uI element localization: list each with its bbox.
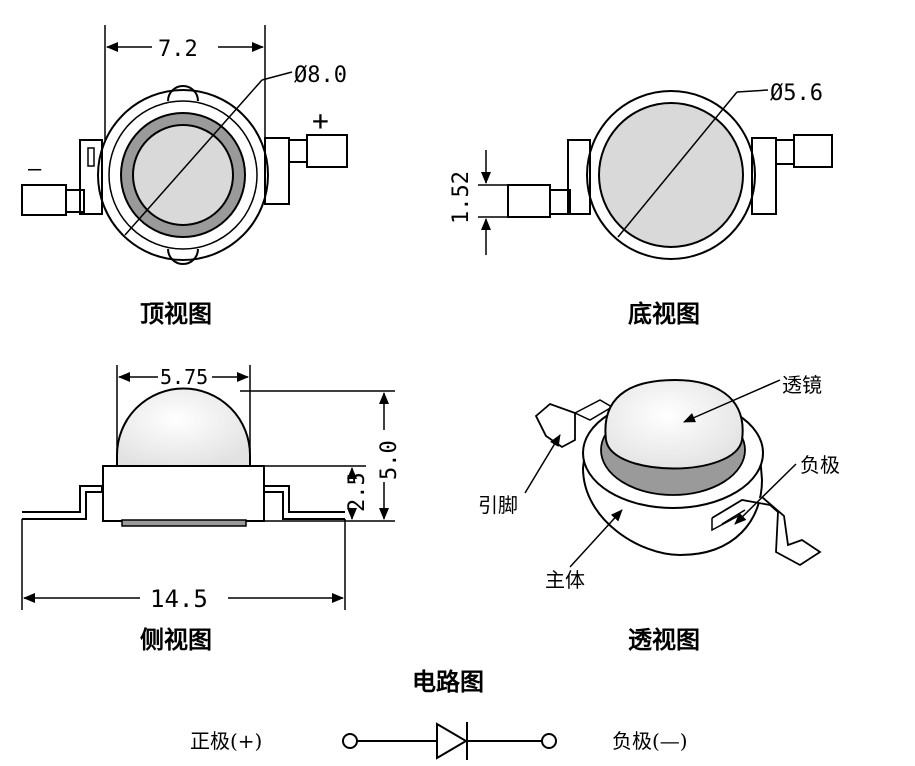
negative-label: 负极	[800, 453, 840, 477]
bottom-right-pin	[793, 134, 833, 168]
top-view-caption: 顶视图	[140, 300, 212, 328]
side-total-dim: 5.0	[377, 440, 402, 480]
side-top-dim: 5.75	[160, 365, 208, 389]
negative-leader	[734, 463, 797, 525]
top-right-pin-neck	[288, 139, 308, 163]
bottom-body-outline	[586, 90, 756, 260]
bottom-pad	[598, 102, 744, 248]
top-body-inner	[108, 100, 258, 250]
bottom-view: Ø5.6 1.52 底视图	[449, 81, 833, 328]
top-body-outline	[97, 89, 269, 261]
cathode-terminal	[541, 733, 557, 749]
bottom-height-dim: 1.52	[449, 171, 474, 224]
bottom-left-pin	[507, 184, 551, 218]
side-body	[102, 465, 265, 522]
persp-right-pin	[711, 496, 822, 567]
bottom-notch	[167, 248, 199, 265]
negative-terminal-label: 负极(—)	[612, 729, 688, 753]
circuit-diagram: 电路图 正极(+) 负极(—)	[190, 668, 688, 760]
top-view: Ø8.0 7.2 + — 顶视图	[21, 25, 348, 328]
plus-sign: +	[312, 104, 329, 137]
side-length-dim: 14.5	[150, 585, 208, 613]
side-base-pad	[121, 519, 247, 527]
top-right-tab	[264, 137, 290, 205]
top-diameter-dim: Ø8.0	[294, 63, 347, 88]
perspective-view: 透镜 负极 引脚 主体 透视图	[478, 373, 840, 654]
bottom-view-caption: 底视图	[628, 300, 700, 328]
side-dome	[116, 387, 251, 467]
top-diameter-leader	[261, 71, 293, 81]
bottom-diameter-line	[617, 91, 738, 238]
top-left-slot	[87, 147, 95, 167]
side-view: 5.75 5.0 2.5 14.5 侧视图	[21, 365, 402, 654]
top-width-dim: 7.2	[158, 37, 198, 62]
body-label: 主体	[545, 568, 585, 592]
side-body-dim: 2.5	[345, 472, 370, 512]
positive-label: 正极(+)	[190, 729, 262, 753]
side-right-lead	[263, 485, 345, 520]
top-notch	[167, 85, 199, 102]
pin-leader	[524, 434, 561, 494]
bottom-left-pin-neck	[549, 189, 571, 215]
top-left-tab	[79, 139, 103, 215]
persp-left-pin-edge	[535, 415, 547, 437]
pin-label: 引脚	[478, 493, 518, 517]
top-left-pin	[21, 184, 67, 216]
bottom-diameter-leader	[736, 89, 769, 93]
top-diameter-line	[124, 79, 263, 236]
bottom-left-tab	[567, 139, 591, 215]
body-leader	[569, 509, 623, 568]
top-left-pin-neck	[65, 189, 85, 213]
minus-sign: —	[28, 157, 42, 182]
lens-label: 透镜	[782, 373, 822, 397]
side-view-caption: 侧视图	[140, 626, 212, 654]
bottom-right-tab	[751, 137, 777, 215]
top-right-pin	[306, 134, 348, 168]
top-lens	[132, 124, 234, 226]
bottom-right-pin-neck	[775, 139, 795, 165]
circuit-title: 电路图	[412, 668, 484, 696]
lens-leader	[683, 379, 781, 423]
diode-triangle	[436, 722, 468, 760]
side-left-lead	[22, 485, 103, 520]
persp-left-pin	[534, 402, 576, 449]
perspective-view-caption: 透视图	[628, 626, 700, 654]
anode-terminal	[342, 733, 358, 749]
persp-right-pin-edge	[711, 514, 741, 532]
persp-lens	[604, 378, 744, 470]
bottom-diameter-dim: Ø5.6	[770, 81, 823, 106]
persp-right-pin-slot	[721, 509, 746, 525]
